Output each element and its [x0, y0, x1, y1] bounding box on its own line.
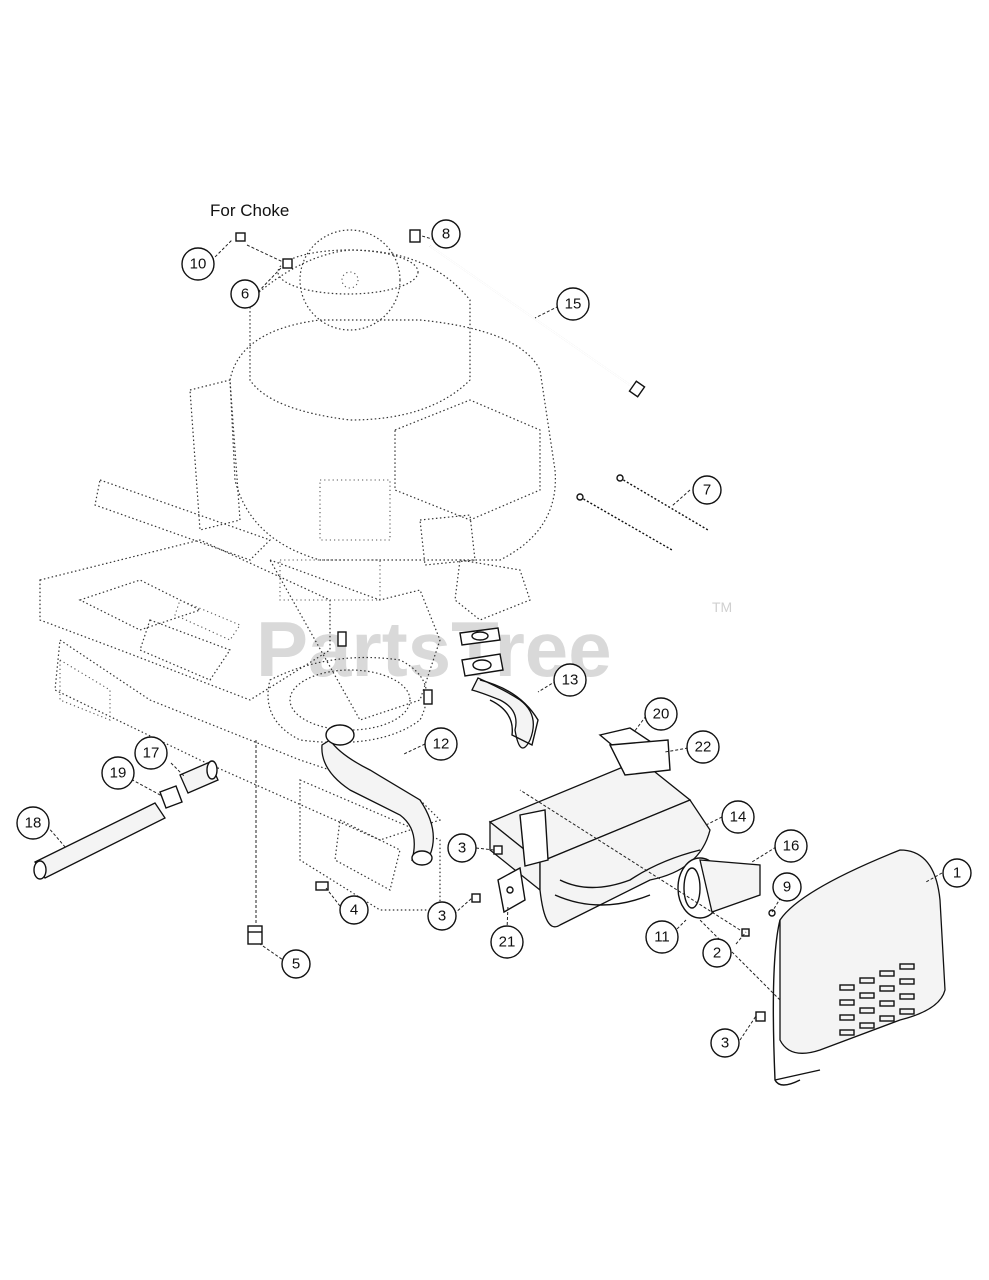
part-10-clip [235, 232, 246, 242]
callout-label: 2 [713, 945, 721, 962]
callout-label: 20 [653, 706, 670, 723]
callout-label: 21 [499, 934, 516, 951]
callout-label: 15 [565, 296, 582, 313]
callout: 3 [427, 901, 457, 931]
callout: 16 [774, 829, 808, 863]
callout-label: 8 [442, 226, 450, 243]
callout-label: 6 [241, 286, 249, 303]
callout-label: 1 [953, 865, 961, 882]
callout: 19 [101, 756, 135, 790]
tube-part-18 [33, 802, 166, 880]
callout: 9 [772, 872, 802, 902]
callout: 3 [710, 1028, 740, 1058]
stud [337, 631, 347, 647]
callout-label: 14 [730, 809, 747, 826]
callout: 10 [181, 247, 215, 281]
callout-label: 11 [654, 929, 670, 946]
watermark-text: PartsTree [256, 605, 612, 693]
fitting-part-17 [179, 760, 219, 794]
tailpipe-part-16 [677, 857, 761, 919]
bolt-part-5 [247, 740, 263, 945]
watermark-trademark: TM [712, 599, 732, 615]
callout-label: 17 [143, 745, 160, 762]
rod-part-15 [409, 229, 646, 398]
heat-shield-parts [598, 727, 671, 776]
callout: 20 [644, 697, 678, 731]
callout: 6 [230, 279, 260, 309]
callout: 5 [281, 949, 311, 979]
callout: 12 [424, 727, 458, 761]
exhaust-pipe-part-13 [471, 677, 539, 749]
bracket-part-21 [497, 809, 549, 914]
callout-label: 19 [110, 765, 127, 782]
cable-part-7 [576, 474, 709, 551]
callout: 21 [490, 925, 524, 959]
callout: 22 [686, 730, 720, 764]
callout: 4 [339, 895, 369, 925]
callout-label: 4 [350, 902, 358, 919]
callout: 7 [692, 475, 722, 505]
callout-label: 3 [438, 908, 446, 925]
part-6-nut [282, 258, 293, 269]
callout-label: 12 [433, 736, 450, 753]
callout: 8 [431, 219, 461, 249]
callout: 3 [447, 833, 477, 863]
callout-label: 22 [695, 739, 712, 756]
callout-label: 10 [190, 256, 207, 273]
callout: 15 [556, 287, 590, 321]
fitting-part-19 [159, 785, 183, 809]
tractor-frame-outline [39, 479, 442, 911]
callout-label: 18 [25, 815, 42, 832]
hardware-bolts [315, 631, 776, 1022]
callout-label: 5 [292, 956, 300, 973]
callout-label: 16 [783, 838, 800, 855]
callout-label: 3 [721, 1035, 729, 1052]
choke-note: For Choke [210, 201, 289, 220]
grille-slots [839, 963, 915, 1036]
callout: 11 [645, 920, 679, 954]
choke-parts [235, 232, 293, 269]
nut-part-8 [409, 229, 421, 243]
callout: 1 [942, 858, 972, 888]
callout-label: 9 [783, 879, 791, 896]
exhaust-gaskets [459, 627, 504, 677]
watermark: PartsTree TM [256, 599, 732, 693]
callout-label: 13 [562, 672, 579, 689]
callout: 18 [16, 806, 50, 840]
callout: 2 [702, 938, 732, 968]
callout: 14 [721, 800, 755, 834]
callout-label: 7 [703, 482, 711, 499]
callout: 17 [134, 736, 168, 770]
grille-part-1 [772, 849, 946, 1086]
exhaust-pipe-part-12 [321, 724, 434, 866]
callout-label: 3 [458, 840, 466, 857]
callout: 13 [553, 663, 587, 697]
